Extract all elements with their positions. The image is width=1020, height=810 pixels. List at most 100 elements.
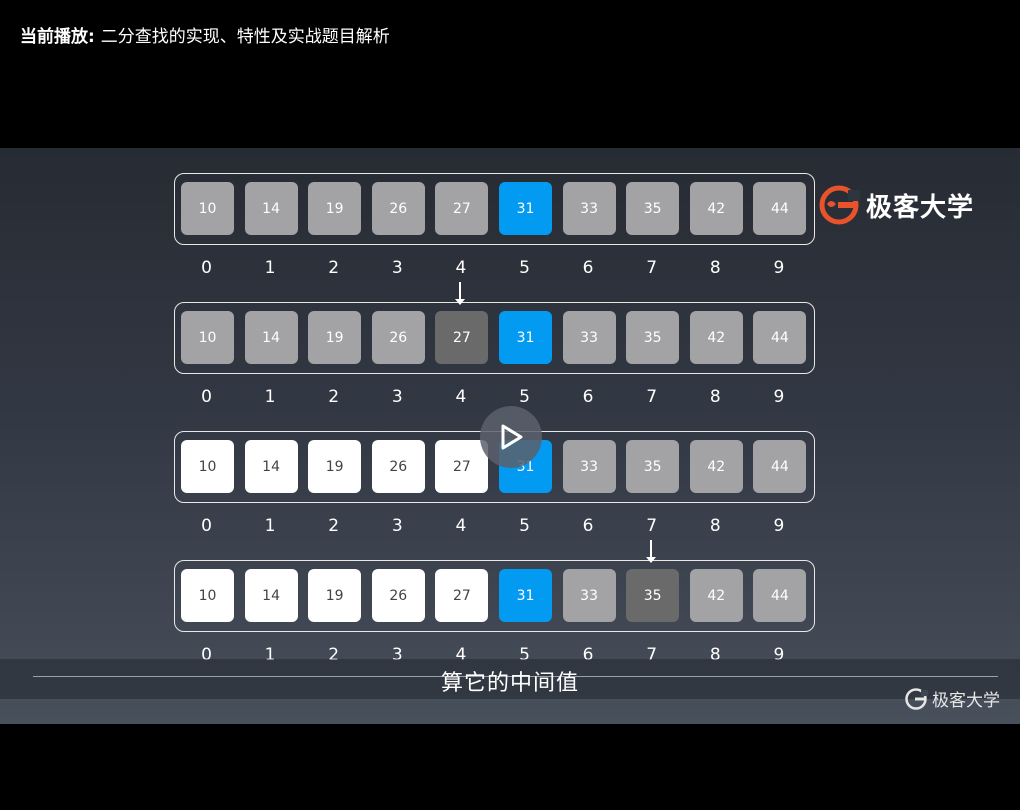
array-cell: 19 xyxy=(308,182,362,235)
array-cell: 10 xyxy=(181,311,234,364)
index-label: 9 xyxy=(773,258,785,278)
index-label: 4 xyxy=(455,645,467,665)
index-label: 8 xyxy=(709,387,721,407)
subtitle-text: 算它的中间值 xyxy=(440,671,579,696)
index-label: 1 xyxy=(264,645,276,665)
watermark-text: 极客大学 xyxy=(932,691,1000,711)
index-label: 3 xyxy=(391,258,403,278)
index-row-4: 0 1 2 3 4 5 6 7 8 9 xyxy=(174,645,815,669)
subtitle-bar xyxy=(0,659,1020,699)
index-label: 4 xyxy=(455,516,467,536)
array-cell: 26 xyxy=(371,440,425,493)
array-cell: 33 xyxy=(562,182,616,235)
array-cell: 33 xyxy=(562,440,616,493)
index-label: 1 xyxy=(264,516,276,536)
play-button[interactable] xyxy=(480,406,542,468)
index-label: 1 xyxy=(264,387,276,407)
geekbang-logo-icon xyxy=(819,185,860,225)
array-cell: 27 xyxy=(435,569,489,622)
index-label: 9 xyxy=(773,387,785,407)
array-cell: 44 xyxy=(753,182,807,235)
index-label: 3 xyxy=(391,387,403,407)
geekbang-watermark-icon xyxy=(905,687,928,710)
index-label: 2 xyxy=(328,516,340,536)
array-cell: 14 xyxy=(244,311,298,364)
index-label: 7 xyxy=(646,258,658,278)
index-label: 2 xyxy=(328,387,340,407)
index-label: 0 xyxy=(201,387,212,407)
index-label: 8 xyxy=(709,645,721,665)
index-label: 0 xyxy=(201,645,212,665)
index-label: 0 xyxy=(201,258,212,278)
index-label: 9 xyxy=(773,516,785,536)
index-label: 3 xyxy=(391,645,403,665)
index-label: 4 xyxy=(455,387,467,407)
array-cell: 44 xyxy=(753,440,807,493)
array-cell: 42 xyxy=(689,440,743,493)
array-cell: 31 xyxy=(499,311,552,364)
index-row-2: 0 1 2 3 4 5 6 7 8 9 xyxy=(174,387,815,411)
pointer-arrow-icon xyxy=(646,540,657,563)
array-cell: 33 xyxy=(562,311,616,364)
index-label: 7 xyxy=(646,645,658,665)
geekbang-logo: 极客大学 xyxy=(818,184,974,226)
array-cell: 44 xyxy=(753,569,807,622)
index-label: 5 xyxy=(519,645,530,665)
index-label: 6 xyxy=(582,387,594,407)
watermark-logo: 极客大学 xyxy=(904,686,1000,711)
array-cell: 27 xyxy=(435,440,489,493)
play-icon xyxy=(501,424,523,450)
index-label: 5 xyxy=(519,258,530,278)
array-cell: 14 xyxy=(244,182,298,235)
index-label: 6 xyxy=(582,516,594,536)
array-cell: 27 xyxy=(435,311,489,364)
array-cell: 42 xyxy=(689,182,743,235)
index-label: 9 xyxy=(773,645,785,665)
index-label: 7 xyxy=(646,387,658,407)
array-cell: 27 xyxy=(435,182,489,235)
array-cell: 19 xyxy=(308,311,362,364)
array-cell: 19 xyxy=(308,440,362,493)
now-playing-header: 当前播放: 二分查找的实现、特性及实战题目解析 xyxy=(20,22,390,47)
array-cell: 31 xyxy=(499,569,552,622)
array-cell: 10 xyxy=(181,182,234,235)
array-cell: 44 xyxy=(753,311,807,364)
index-label: 2 xyxy=(328,645,340,665)
array-cell: 31 xyxy=(499,182,552,235)
index-label: 7 xyxy=(646,516,658,536)
now-playing-prefix: 当前播放: xyxy=(20,27,95,47)
index-label: 4 xyxy=(455,258,467,278)
array-cell: 33 xyxy=(562,569,616,622)
array-cell: 42 xyxy=(689,311,743,364)
array-cell: 10 xyxy=(181,569,234,622)
array-cell: 35 xyxy=(626,311,680,364)
index-label: 5 xyxy=(519,387,530,407)
logo-top-text: 极客大学 xyxy=(866,192,975,223)
array-cell: 19 xyxy=(308,569,362,622)
now-playing-title: 二分查找的实现、特性及实战题目解析 xyxy=(100,27,390,47)
index-row-1: 0 1 2 3 4 5 6 7 8 9 xyxy=(174,258,815,282)
array-cell: 26 xyxy=(371,569,425,622)
progress-divider xyxy=(33,676,998,677)
index-label: 6 xyxy=(582,645,594,665)
index-label: 1 xyxy=(264,258,276,278)
array-cell: 35 xyxy=(626,182,680,235)
index-label: 8 xyxy=(709,258,721,278)
array-cell: 26 xyxy=(371,311,425,364)
index-label: 2 xyxy=(328,258,340,278)
index-label: 0 xyxy=(201,516,212,536)
array-cell: 35 xyxy=(626,569,680,622)
array-cell: 35 xyxy=(626,440,680,493)
index-label: 8 xyxy=(709,516,721,536)
index-label: 6 xyxy=(582,258,594,278)
array-cell: 26 xyxy=(371,182,425,235)
array-cell: 10 xyxy=(181,440,234,493)
array-cell: 14 xyxy=(244,569,298,622)
index-label: 5 xyxy=(519,516,530,536)
